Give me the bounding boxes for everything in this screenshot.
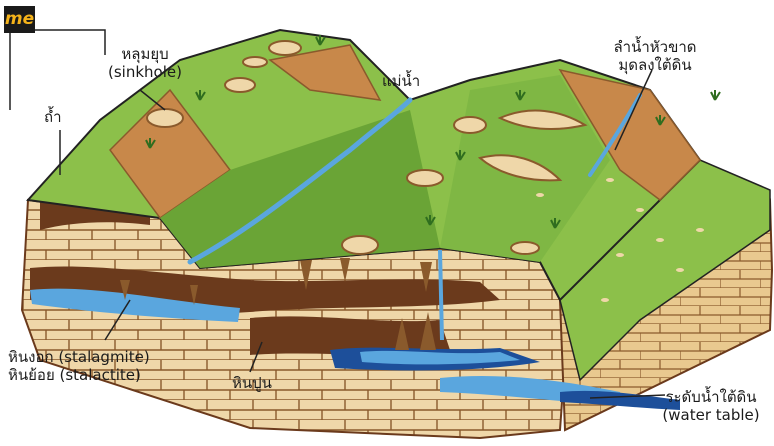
speleothem-label: หินงอก (stalagmite) หินย้อย (stalactite) xyxy=(8,348,150,384)
water-table-label-th: ระดับน้ำใต้ดิน xyxy=(650,388,772,406)
limestone-label: หินปูน xyxy=(232,374,272,392)
river-label: แม่น้ำ xyxy=(382,72,420,90)
sinking-stream-label-1: ลำน้ำหัวขาด xyxy=(590,38,720,56)
sinkhole-label: หลุมยุบ (sinkhole) xyxy=(90,45,200,81)
logo-mark: me xyxy=(4,6,35,33)
water-table-label-en: (water table) xyxy=(650,406,772,424)
waterfall xyxy=(440,250,442,340)
sinkhole-label-th: หลุมยุบ xyxy=(90,45,200,63)
cave-label: ถ้ำ xyxy=(44,108,62,126)
stalagmite-label: หินงอก (stalagmite) xyxy=(8,348,150,366)
water-table-label: ระดับน้ำใต้ดิน (water table) xyxy=(650,388,772,424)
stalactite-label: หินย้อย (stalactite) xyxy=(8,366,150,384)
sinking-stream-label-2: มุดลงใต้ดิน xyxy=(590,56,720,74)
sinkhole-label-en: (sinkhole) xyxy=(90,63,200,81)
sinking-stream-label: ลำน้ำหัวขาด มุดลงใต้ดิน xyxy=(590,38,720,74)
